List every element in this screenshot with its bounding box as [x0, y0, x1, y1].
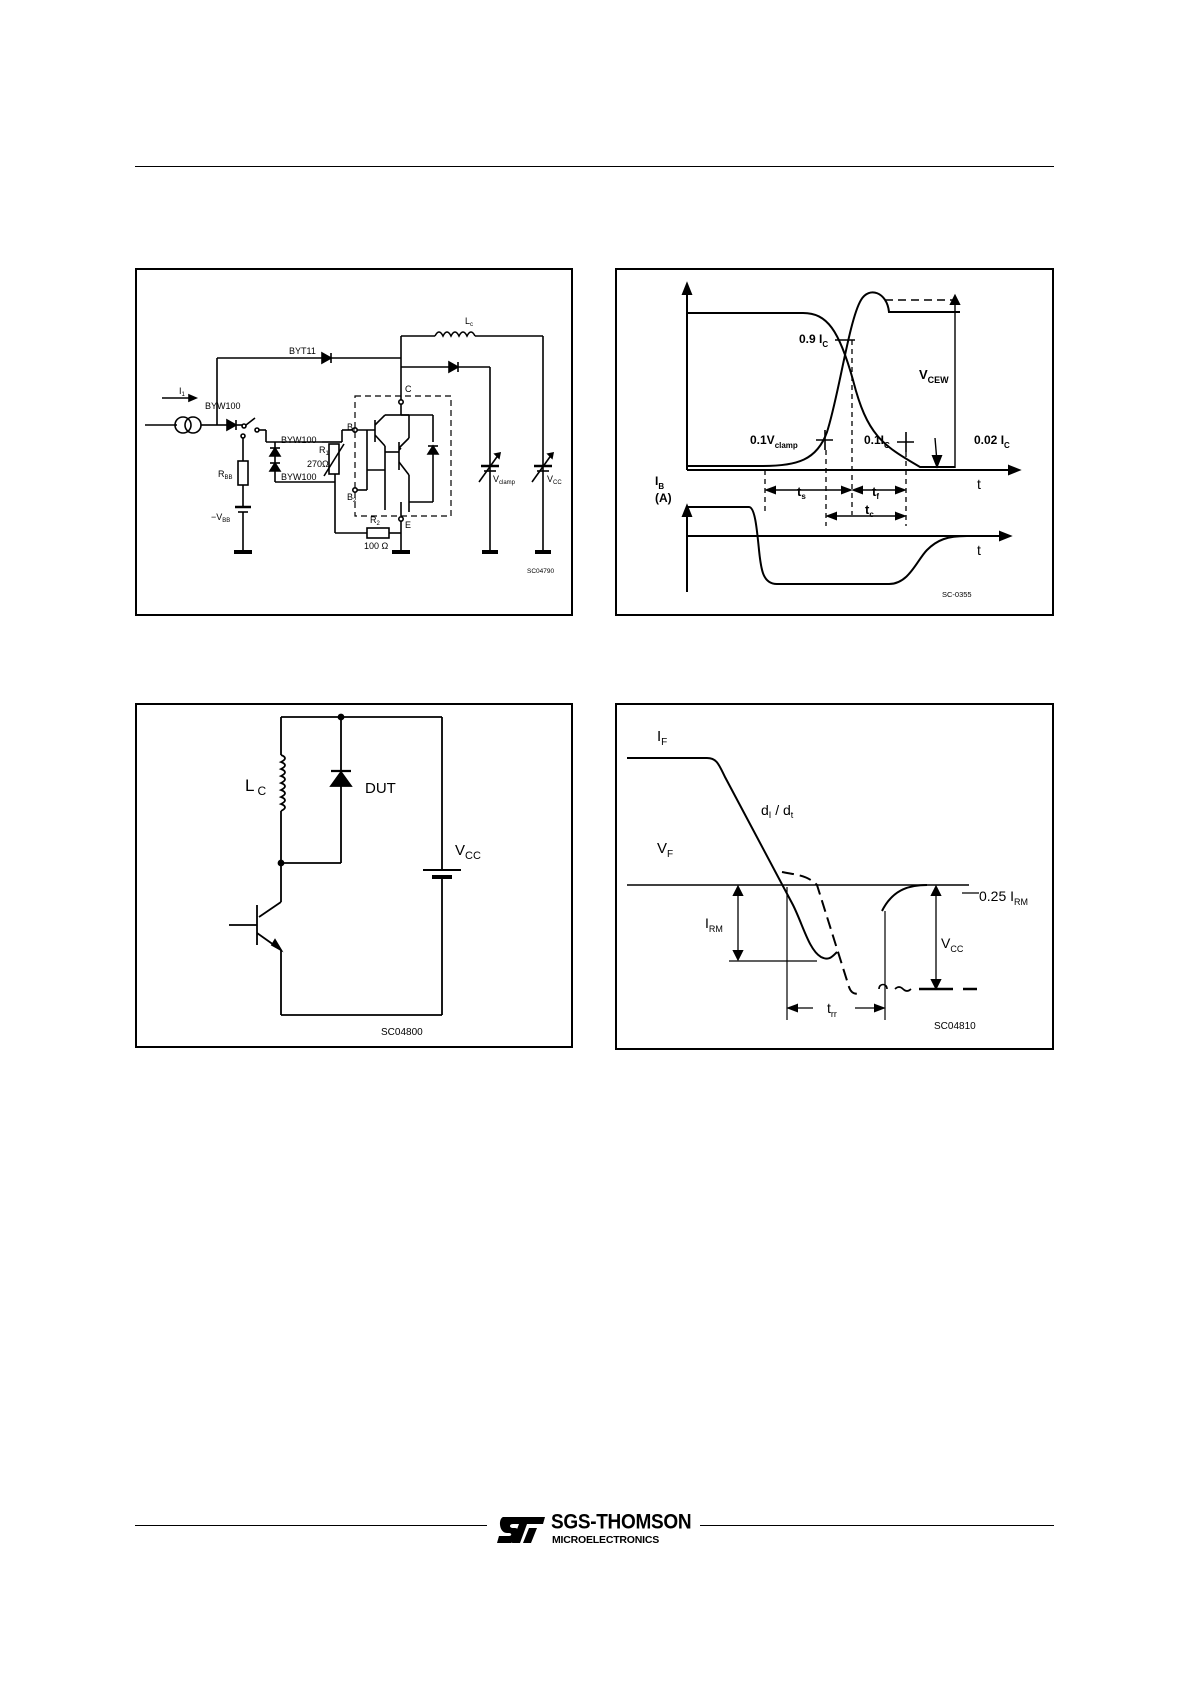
switching-test-circuit-schematic: I1 BYT11 BYW100 RBB −VBB [137, 270, 575, 618]
diode-voltage-curve [782, 872, 861, 994]
inductor-lc [281, 755, 285, 811]
figure-code: SC04800 [381, 1027, 423, 1038]
label-ib: IB [655, 474, 664, 491]
label-vcew: VCEW [919, 367, 949, 385]
diode-current-curve [627, 758, 837, 959]
sgs-thomson-logo: SGS-THOMSON MICROELECTRONICS [495, 1511, 695, 1549]
inductor-lc [435, 332, 475, 336]
label-ts: ts [797, 484, 806, 501]
reverse-recovery-waveforms-plot: IF dI / dt VF IRM 0.25 IRM VCC [617, 705, 1056, 1052]
label-tf: tf [872, 484, 879, 501]
label-r2: R2 [370, 515, 381, 527]
label-002ic: 0.02 IC [974, 433, 1010, 450]
switching-waveforms-plot: t VCEW 0.9 IC 0.1Vclamp 0.1IC 0.02 IC ts [617, 270, 1056, 618]
label-vcc: VCC [941, 935, 964, 954]
label-byw100-lower: BYW100 [281, 472, 317, 482]
label-r1: R1 [319, 445, 330, 457]
figure-code: SC04810 [934, 1021, 976, 1032]
base-current-curve [687, 507, 967, 584]
label-dut: DUT [365, 780, 396, 797]
label-collector: C [405, 384, 412, 394]
figure-switching-waveforms: t VCEW 0.9 IC 0.1Vclamp 0.1IC 0.02 IC ts [615, 268, 1054, 616]
label-09ic: 0.9 IC [799, 332, 828, 349]
label-tc: tc [865, 502, 874, 519]
label-lc: Lc [465, 316, 473, 328]
brand-subtitle: MICROELECTRONICS [552, 1534, 659, 1546]
top-axis-t: t [977, 476, 981, 492]
figure-switching-test-circuit: I1 BYT11 BYW100 RBB −VBB [135, 268, 573, 616]
label-byt11: BYT11 [289, 346, 316, 356]
label-byw100-series: BYW100 [205, 401, 241, 411]
label-vcc: VCC [455, 842, 481, 862]
label-025irm: 0.25 IRM [979, 888, 1028, 907]
resistor-rbb [238, 461, 248, 485]
label-r2-value: 100 Ω [364, 541, 389, 551]
current-source-symbol [175, 417, 191, 433]
label-emitter: E [405, 520, 411, 530]
bottom-axis-t: t [977, 542, 981, 558]
label-vf: VF [657, 840, 673, 860]
resistor-r2 [367, 528, 389, 538]
diode-byt11 [322, 353, 331, 363]
label-byw100-upper: BYW100 [281, 435, 317, 445]
recovery-tail-curve [882, 885, 927, 911]
footer-rule-left [135, 1525, 487, 1526]
label-vclamp: Vclamp [493, 474, 516, 486]
label-r1-value: 270Ω [307, 459, 329, 469]
label-vbb: −VBB [211, 512, 230, 524]
figure-code: SC-0355 [942, 590, 972, 599]
diode-dut [331, 772, 351, 786]
header-rule [135, 166, 1054, 167]
st-logo-mark [495, 1515, 547, 1545]
label-if: IF [657, 728, 667, 748]
figure-code: SC04790 [527, 568, 554, 575]
dut-enclosure [355, 396, 451, 516]
label-trr: trr [827, 1000, 837, 1019]
label-vcc: VCC [547, 474, 562, 486]
label-01ic: 0.1IC [864, 433, 890, 450]
brand-name: SGS-THOMSON [551, 1511, 691, 1535]
footer-rule-right [700, 1525, 1054, 1526]
figure-reverse-recovery-waveforms: IF dI / dt VF IRM 0.25 IRM VCC [615, 703, 1054, 1050]
label-i1: I1 [179, 386, 186, 398]
label-rbb: RBB [218, 469, 233, 481]
label-didt: dI / dt [761, 802, 794, 820]
label-irm: IRM [705, 915, 723, 934]
label-01vclamp: 0.1Vclamp [750, 433, 798, 450]
label-ib-unit: (A) [655, 491, 672, 505]
